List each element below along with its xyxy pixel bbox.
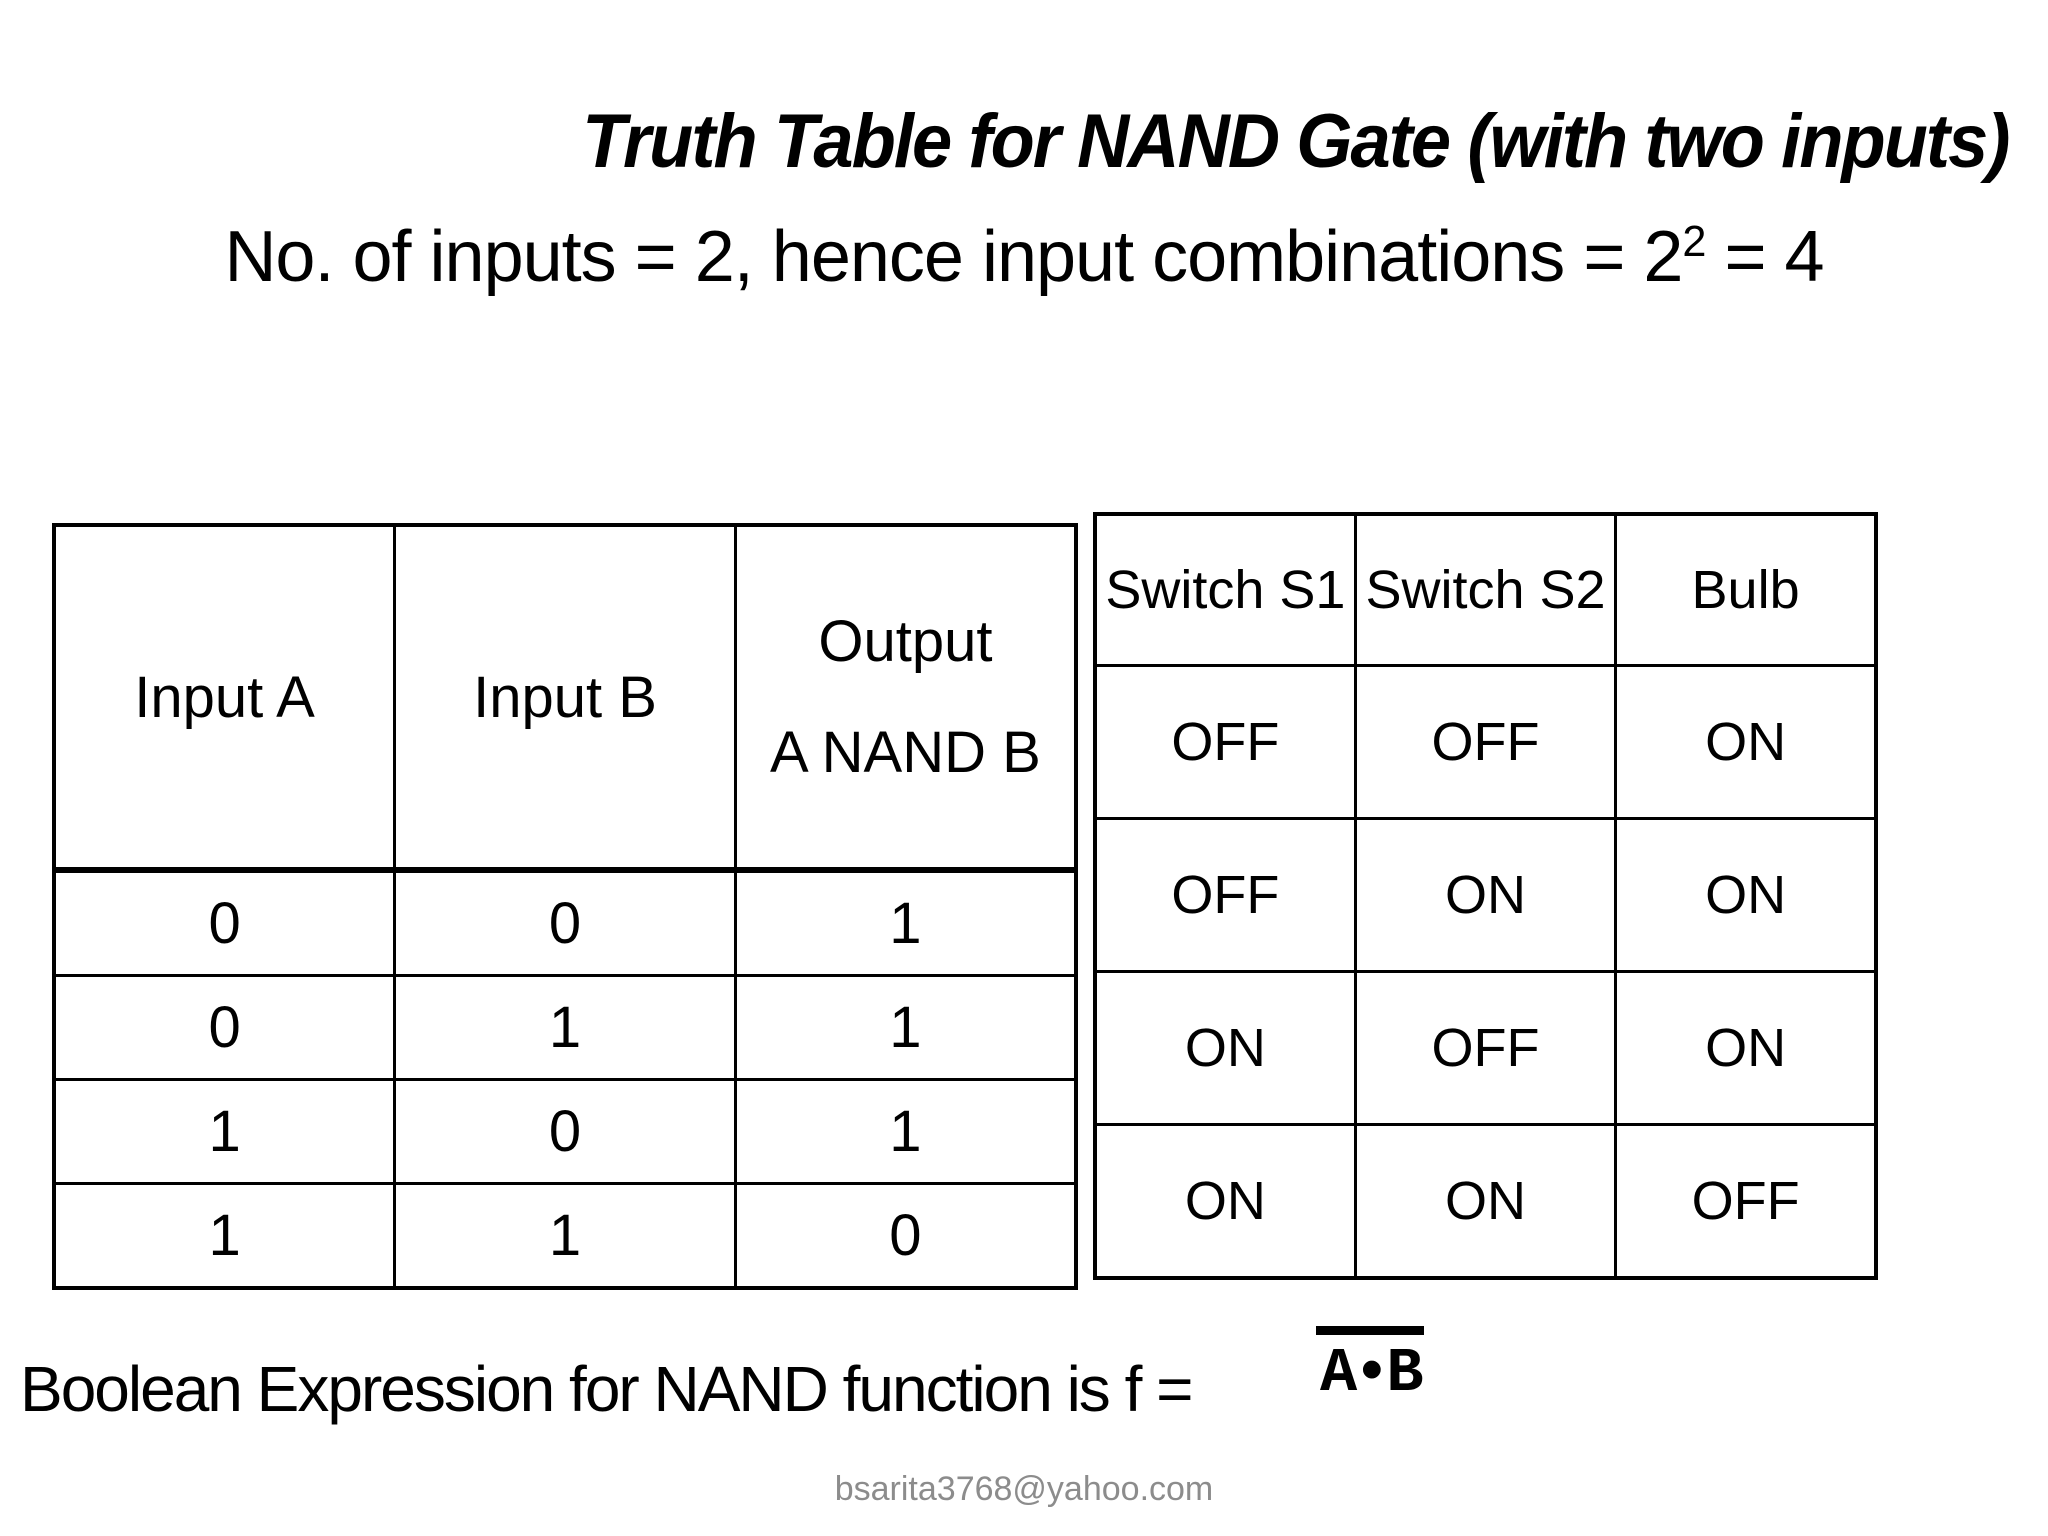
switch-table-cell: ON bbox=[1353, 1123, 1618, 1280]
truth-table-cell: 1 bbox=[733, 1078, 1078, 1185]
truth-table-cell: 1 bbox=[52, 1182, 397, 1290]
truth-table-cell: 0 bbox=[733, 1182, 1078, 1290]
switch-table-cell: ON bbox=[1353, 817, 1618, 973]
truth-table-row: 1 1 0 bbox=[52, 1182, 1078, 1290]
switch-table-cell: OFF bbox=[1093, 817, 1357, 973]
boolean-expression-value: A•B bbox=[1316, 1326, 1424, 1405]
truth-table-header-input-a: Input A bbox=[52, 523, 397, 873]
switch-table-cell: ON bbox=[1093, 970, 1357, 1126]
switch-table-header-row: Switch S1 Switch S2 Bulb bbox=[1093, 512, 1878, 667]
switch-table-cell: OFF bbox=[1353, 970, 1618, 1126]
switch-table-row: OFF OFF ON bbox=[1093, 664, 1878, 820]
truth-table-cell: 0 bbox=[52, 974, 397, 1081]
truth-table-header-row: Input A Input B Output A NAND B bbox=[52, 523, 1078, 873]
subtitle-prefix: No. of inputs = 2, hence input combinati… bbox=[224, 217, 1683, 297]
truth-table-cell: 0 bbox=[52, 868, 397, 977]
subtitle-suffix: = 4 bbox=[1705, 217, 1824, 297]
nand-truth-table: Input A Input B Output A NAND B 0 0 1 0 … bbox=[52, 523, 1078, 1290]
switch-table-header-s1: Switch S1 bbox=[1093, 512, 1357, 667]
truth-table-cell: 1 bbox=[733, 868, 1078, 977]
switch-table-header-s2: Switch S2 bbox=[1353, 512, 1618, 667]
truth-table-header-input-b: Input B bbox=[393, 523, 737, 873]
slide-title: Truth Table for NAND Gate (with two inpu… bbox=[581, 99, 2010, 184]
truth-table-header-output: Output A NAND B bbox=[733, 523, 1078, 873]
switch-table-row: OFF ON ON bbox=[1093, 817, 1878, 973]
truth-table-cell: 0 bbox=[393, 1078, 737, 1185]
truth-table-cell: 1 bbox=[393, 974, 737, 1081]
truth-table-cell: 1 bbox=[733, 974, 1078, 1081]
switch-table-cell: OFF bbox=[1614, 1123, 1878, 1280]
truth-table-row: 0 1 1 bbox=[52, 974, 1078, 1081]
switch-table-row: ON ON OFF bbox=[1093, 1123, 1878, 1280]
subtitle-exponent: 2 bbox=[1682, 218, 1706, 266]
output-header-line1: Output bbox=[818, 609, 993, 674]
switch-table-header-bulb: Bulb bbox=[1614, 512, 1878, 667]
truth-table-row: 1 0 1 bbox=[52, 1078, 1078, 1185]
footer-email: bsarita3768@yahoo.com bbox=[834, 1470, 1214, 1508]
subtitle: No. of inputs = 2, hence input combinati… bbox=[0, 216, 2048, 298]
truth-table-cell: 1 bbox=[52, 1078, 397, 1185]
switch-table-row: ON OFF ON bbox=[1093, 970, 1878, 1126]
truth-table-cell: 1 bbox=[393, 1182, 737, 1290]
switch-table-cell: ON bbox=[1614, 817, 1878, 973]
truth-table-row: 0 0 1 bbox=[52, 868, 1078, 977]
switch-table-cell: ON bbox=[1093, 1123, 1357, 1280]
switch-table-cell: OFF bbox=[1093, 664, 1357, 820]
switch-table-cell: ON bbox=[1614, 970, 1878, 1126]
output-header-line2: A NAND B bbox=[770, 720, 1041, 785]
switch-table-cell: ON bbox=[1614, 664, 1878, 820]
boolean-expression-label: Boolean Expression for NAND function is … bbox=[20, 1353, 1193, 1425]
switch-table-cell: OFF bbox=[1353, 664, 1618, 820]
truth-table-cell: 0 bbox=[393, 868, 737, 977]
switch-bulb-table: Switch S1 Switch S2 Bulb OFF OFF ON OFF … bbox=[1093, 512, 1878, 1280]
overlined-expression: A•B bbox=[1316, 1326, 1424, 1405]
